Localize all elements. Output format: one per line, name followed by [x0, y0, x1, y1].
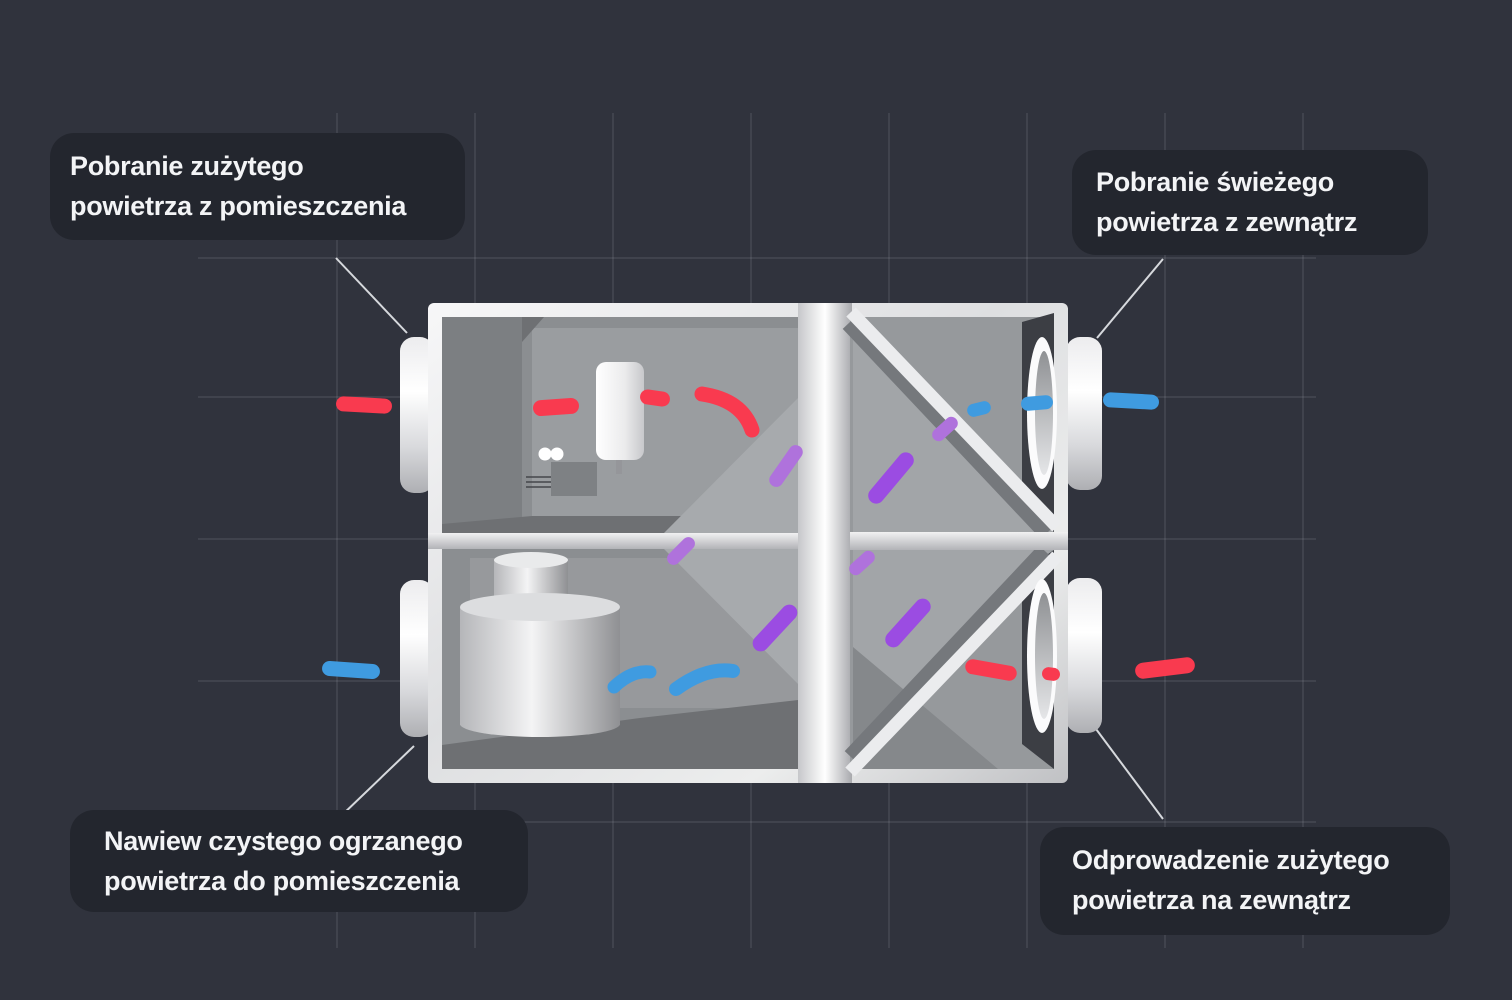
duct-ports: [400, 337, 1102, 737]
warm-air-dash: [336, 396, 392, 414]
divider-left: [428, 533, 800, 549]
airflow-exterior: [322, 392, 1195, 679]
duct-inner: [1035, 593, 1053, 719]
diagonal-brace: [845, 551, 1062, 777]
center-post: [798, 303, 852, 783]
cold-air-dash: [1103, 392, 1159, 410]
warm-air-dash: [1135, 657, 1195, 679]
capacitor-cylinder: [596, 362, 644, 460]
warm-air-dash: [965, 659, 1017, 681]
warm-air-dash: [694, 386, 760, 438]
cold-air-dash: [322, 661, 380, 679]
callout-lines: [335, 257, 1164, 820]
indicator-dot: [550, 447, 564, 461]
warm-air-dash: [1042, 667, 1060, 681]
callout-line-top-left: [335, 257, 408, 334]
duct-inner: [1035, 351, 1053, 475]
port-top-right: [1066, 337, 1102, 490]
label-line: powietrza z pomieszczenia: [70, 191, 407, 221]
label-line: powietrza z zewnątrz: [1096, 207, 1358, 237]
airflow-interior: [533, 386, 1060, 696]
label-exhaust-out: Odprowadzenie zużytego powietrza na zewn…: [1040, 827, 1450, 935]
panel-corner-shadow: [522, 317, 544, 342]
label-line: Nawiew czystego ogrzanego: [104, 826, 463, 856]
floor-shadow: [442, 700, 798, 769]
compartment-top-left: [442, 317, 800, 533]
capacitor-stem: [616, 460, 622, 474]
label-line: powietrza na zewnątrz: [1072, 885, 1351, 915]
exchanger-cell-bottom: [844, 545, 1062, 777]
divider-right: [850, 532, 1068, 550]
mix-air-dash: [868, 452, 914, 504]
cold-air-dash: [1021, 395, 1053, 411]
label-line: powietrza do pomieszczenia: [104, 866, 460, 896]
control-box: [551, 462, 597, 496]
callout-line-bottom-right: [1095, 728, 1164, 820]
callout-line-bottom-left: [339, 745, 415, 818]
label-line: Odprowadzenie zużytego: [1072, 845, 1390, 875]
port-bottom-right: [1066, 578, 1102, 733]
label-supply-air: Nawiew czystego ogrzanego powietrza do p…: [70, 810, 528, 912]
warm-air-dash: [640, 389, 670, 407]
fan-body-top: [460, 593, 620, 621]
label-line: Pobranie zużytego: [70, 151, 304, 181]
indicator-dot: [538, 447, 552, 461]
port-bottom-left: [400, 580, 434, 737]
fan-shaft-top: [494, 552, 568, 568]
hrv-unit: [428, 303, 1068, 783]
label-fresh-intake: Pobranie świeżego powietrza z zewnątrz: [1072, 150, 1428, 255]
cold-air-dash: [967, 401, 991, 417]
fan-body: [460, 607, 620, 725]
callout-line-top-right: [1096, 258, 1164, 339]
wires: [526, 476, 551, 488]
side-wall: [442, 317, 522, 533]
exchanger-face-lower: [664, 549, 800, 686]
mix-air-dash: [752, 604, 798, 652]
diagonal-shadow: [844, 545, 1054, 765]
mix-air-dash: [667, 537, 695, 565]
mix-air-dash: [769, 445, 803, 487]
port-top-left: [400, 337, 434, 493]
cold-air-dash: [669, 663, 740, 696]
fan-assembly: [460, 552, 620, 737]
mix-air-dash: [932, 416, 958, 442]
mix-air-dash: [885, 598, 931, 648]
label-exhaust-intake: Pobranie zużytego powietrza z pomieszcze…: [50, 133, 465, 240]
exchanger-face-upper: [664, 396, 800, 533]
compartment-bottom-left: [442, 549, 800, 769]
mix-air-dash: [849, 550, 875, 576]
warm-air-dash: [533, 397, 579, 417]
label-line: Pobranie świeżego: [1096, 167, 1334, 197]
cold-air-dash: [607, 665, 657, 694]
